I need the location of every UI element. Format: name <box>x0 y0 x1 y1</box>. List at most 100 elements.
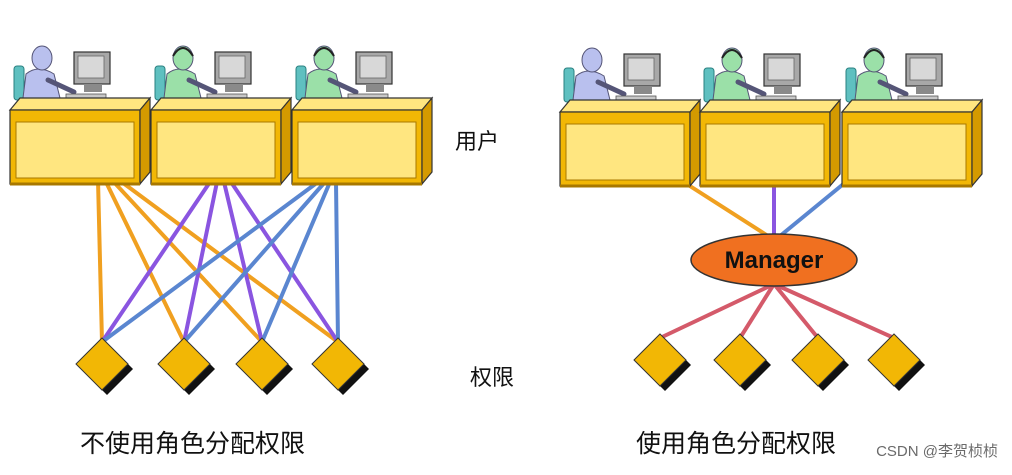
desk-panel <box>15 121 135 179</box>
manager-role-node: Manager <box>690 233 858 287</box>
connection-lines <box>96 170 895 344</box>
person-arm <box>186 77 218 95</box>
desk-top <box>558 99 702 113</box>
monitor-screen <box>767 57 795 81</box>
person-head <box>313 45 335 71</box>
diamond-face <box>791 333 845 387</box>
monitor-screen <box>77 55 105 79</box>
person-head <box>863 47 885 73</box>
manager-ellipse <box>690 233 858 287</box>
desk-top <box>290 97 434 111</box>
desk-top <box>149 97 293 111</box>
monitor-stand <box>225 84 243 92</box>
monitor-stand <box>774 86 792 94</box>
role-permission-line <box>772 282 820 340</box>
person-head <box>172 45 194 71</box>
person-arm <box>595 79 627 97</box>
users-label: 用户 <box>455 130 500 155</box>
permission-diamond-icon <box>75 337 133 395</box>
monitor-screen <box>359 55 387 79</box>
person-arm <box>735 79 767 97</box>
user-workstation-icon <box>149 45 293 186</box>
permission-diamond-icon <box>713 333 771 391</box>
diamond-face <box>75 337 129 391</box>
user-permission-line <box>229 180 340 344</box>
user-workstations <box>8 45 984 188</box>
desk-panel <box>847 123 967 181</box>
watermark: CSDN @李贺桢桢 <box>876 443 998 460</box>
permission-diamond-icon <box>791 333 849 391</box>
diamond-face <box>713 333 767 387</box>
user-workstation-icon <box>290 45 434 186</box>
user-workstation-icon <box>8 45 152 186</box>
user-permission-line <box>96 178 104 344</box>
monitor-screen <box>627 57 655 81</box>
diamond-face <box>867 333 921 387</box>
role-permission-line <box>738 282 776 340</box>
desk-side <box>829 98 841 188</box>
headset-shape <box>721 49 743 59</box>
user-permission-line <box>110 178 264 344</box>
chair-shape <box>563 67 575 103</box>
monitor-stand <box>84 84 102 92</box>
permission-nodes <box>75 333 925 395</box>
desk-panel <box>297 121 417 179</box>
permission-diamond-icon <box>311 337 369 395</box>
headset-shape <box>863 49 885 59</box>
headset-shape <box>313 47 335 57</box>
desk-side <box>139 96 151 186</box>
person-arm <box>45 77 77 95</box>
user-permission-line <box>100 180 212 344</box>
diamond-face <box>157 337 211 391</box>
monitor-stand <box>916 86 934 94</box>
person-arm <box>877 79 909 97</box>
permission-diamond-icon <box>157 337 215 395</box>
desk-side <box>421 96 433 186</box>
user-workstation-icon <box>558 47 702 188</box>
desk-panel <box>565 123 685 181</box>
user-permission-line <box>182 180 219 344</box>
monitor-screen <box>909 57 937 81</box>
manager-label: Manager <box>725 247 824 274</box>
desk-panel <box>156 121 276 179</box>
person-arm <box>327 77 359 95</box>
desk-top <box>698 99 842 113</box>
person-head <box>581 47 603 73</box>
desk-side <box>280 96 292 186</box>
chair-shape <box>13 65 25 101</box>
permissions-label: 权限 <box>470 366 515 391</box>
user-permission-line <box>117 178 340 344</box>
user-workstation-icon <box>840 47 984 188</box>
desk-panel <box>705 123 825 181</box>
role-permission-line <box>659 282 775 340</box>
chair-shape <box>845 67 857 103</box>
user-permission-line <box>182 180 327 344</box>
user-permission-line <box>260 180 332 344</box>
user-workstation-icon <box>698 47 842 188</box>
role-permission-line <box>773 282 895 340</box>
chair-shape <box>703 67 715 103</box>
diamond-face <box>633 333 687 387</box>
person-head <box>721 47 743 73</box>
diamond-face <box>311 337 365 391</box>
user-permission-line <box>100 180 320 344</box>
desk-side <box>689 98 701 188</box>
user-permission-line <box>103 178 186 344</box>
desk-top <box>840 99 984 113</box>
person-head <box>31 45 53 71</box>
chair-shape <box>154 65 166 101</box>
permission-diamond-icon <box>633 333 691 391</box>
permission-diamond-icon <box>867 333 925 391</box>
desk-top <box>8 97 152 111</box>
chair-shape <box>295 65 307 101</box>
desk-side <box>971 98 983 188</box>
permission-diamond-icon <box>235 337 293 395</box>
user-permission-line <box>334 180 340 344</box>
monitor-stand <box>366 84 384 92</box>
user-permission-line <box>222 180 264 344</box>
monitor-stand <box>634 86 652 94</box>
right-caption: 使用角色分配权限 <box>636 429 837 458</box>
headset-shape <box>172 47 194 57</box>
